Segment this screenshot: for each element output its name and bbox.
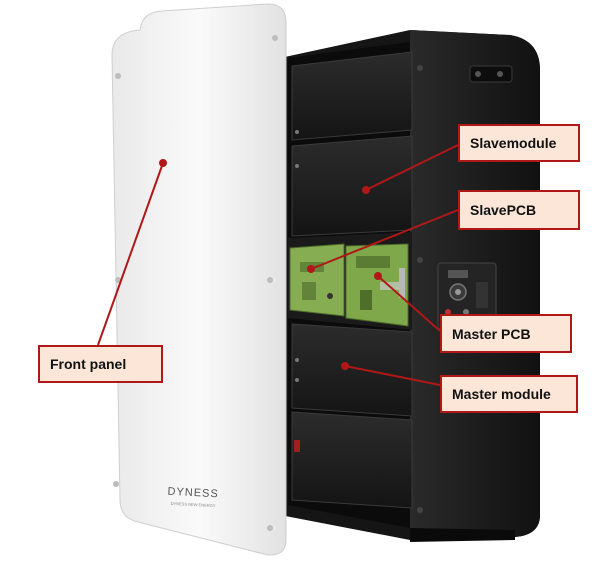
slave-pcb bbox=[289, 243, 345, 317]
marker-slave-pcb bbox=[307, 265, 315, 273]
leader-line-master-pcb bbox=[377, 275, 441, 332]
leader-line-slave-module bbox=[365, 144, 459, 191]
leader-line-master-module bbox=[344, 365, 441, 386]
cabinet-handle bbox=[469, 65, 513, 83]
leader-line-front-panel bbox=[97, 162, 164, 346]
leader-dots bbox=[159, 159, 382, 370]
label-front-panel-text: Front panel bbox=[50, 356, 127, 372]
master-pcb bbox=[345, 243, 409, 327]
label-front-panel: Front panel bbox=[38, 345, 163, 383]
marker-slave-module bbox=[362, 186, 370, 194]
label-slave-pcb-text: SlavePCB bbox=[470, 202, 537, 218]
label-slave-pcb: SlavePCB bbox=[458, 190, 580, 230]
front-panel: DYNESS DYNESS NEW ENERGY bbox=[111, 3, 287, 556]
panel-screw bbox=[115, 73, 121, 79]
label-master-pcb-text: Master PCB bbox=[452, 325, 531, 342]
panel-screw bbox=[115, 277, 121, 283]
leader-lines bbox=[97, 144, 459, 386]
brand-logo: DYNESS bbox=[167, 486, 219, 501]
label-master-module-text: Master module bbox=[452, 386, 551, 402]
marker-master-pcb bbox=[374, 272, 382, 280]
panel-screw bbox=[113, 481, 119, 487]
slave-module bbox=[291, 51, 413, 237]
marker-front-panel bbox=[159, 159, 167, 167]
master-module bbox=[291, 323, 413, 509]
leader-line-slave-pcb bbox=[310, 209, 459, 270]
marker-master-module bbox=[341, 362, 349, 370]
panel-screw bbox=[267, 525, 273, 531]
panel-screw bbox=[267, 277, 273, 283]
label-slave-module: Slavemodule bbox=[458, 124, 580, 162]
brand-tagline: DYNESS NEW ENERGY bbox=[171, 501, 216, 508]
pcb-section bbox=[288, 232, 497, 330]
panel-screw bbox=[272, 35, 278, 41]
connector-panel bbox=[437, 262, 497, 330]
label-master-pcb: Master PCB bbox=[440, 314, 572, 353]
label-master-module: Master module bbox=[440, 375, 578, 413]
label-slave-module-text: Slavemodule bbox=[470, 135, 557, 151]
